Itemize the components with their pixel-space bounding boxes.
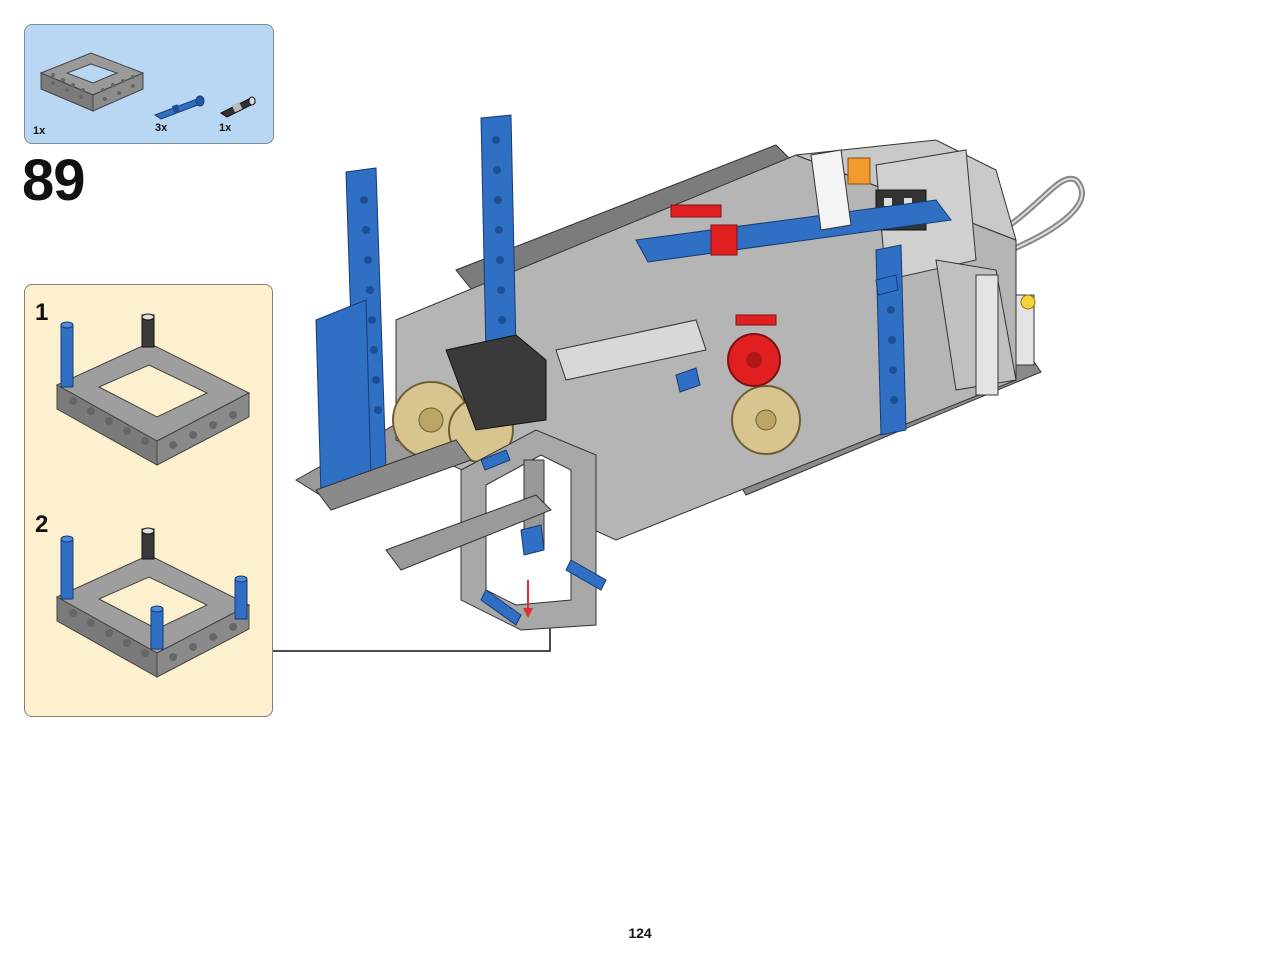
black-pin-icon	[220, 96, 256, 118]
frame-5x7-icon	[39, 52, 145, 112]
sub-step-1-label: 1	[35, 299, 49, 326]
sub-step-2-label: 2	[35, 511, 49, 538]
sub-step-2-illustration	[55, 527, 251, 678]
part-qty-axle-pin: 3x	[155, 122, 168, 134]
step-number: 89	[22, 148, 86, 213]
part-qty-frame: 1x	[33, 125, 46, 137]
sub-step-1-illustration	[55, 313, 251, 466]
parts-callout: 1x 3x 1x	[24, 24, 274, 144]
blue-axle-pin-icon	[153, 95, 205, 120]
chassis-assembly-illustration	[295, 114, 1085, 631]
part-qty-black-pin: 1x	[219, 122, 232, 134]
page-number: 124	[628, 925, 652, 941]
sub-assembly-panel: 1 2	[24, 284, 273, 717]
